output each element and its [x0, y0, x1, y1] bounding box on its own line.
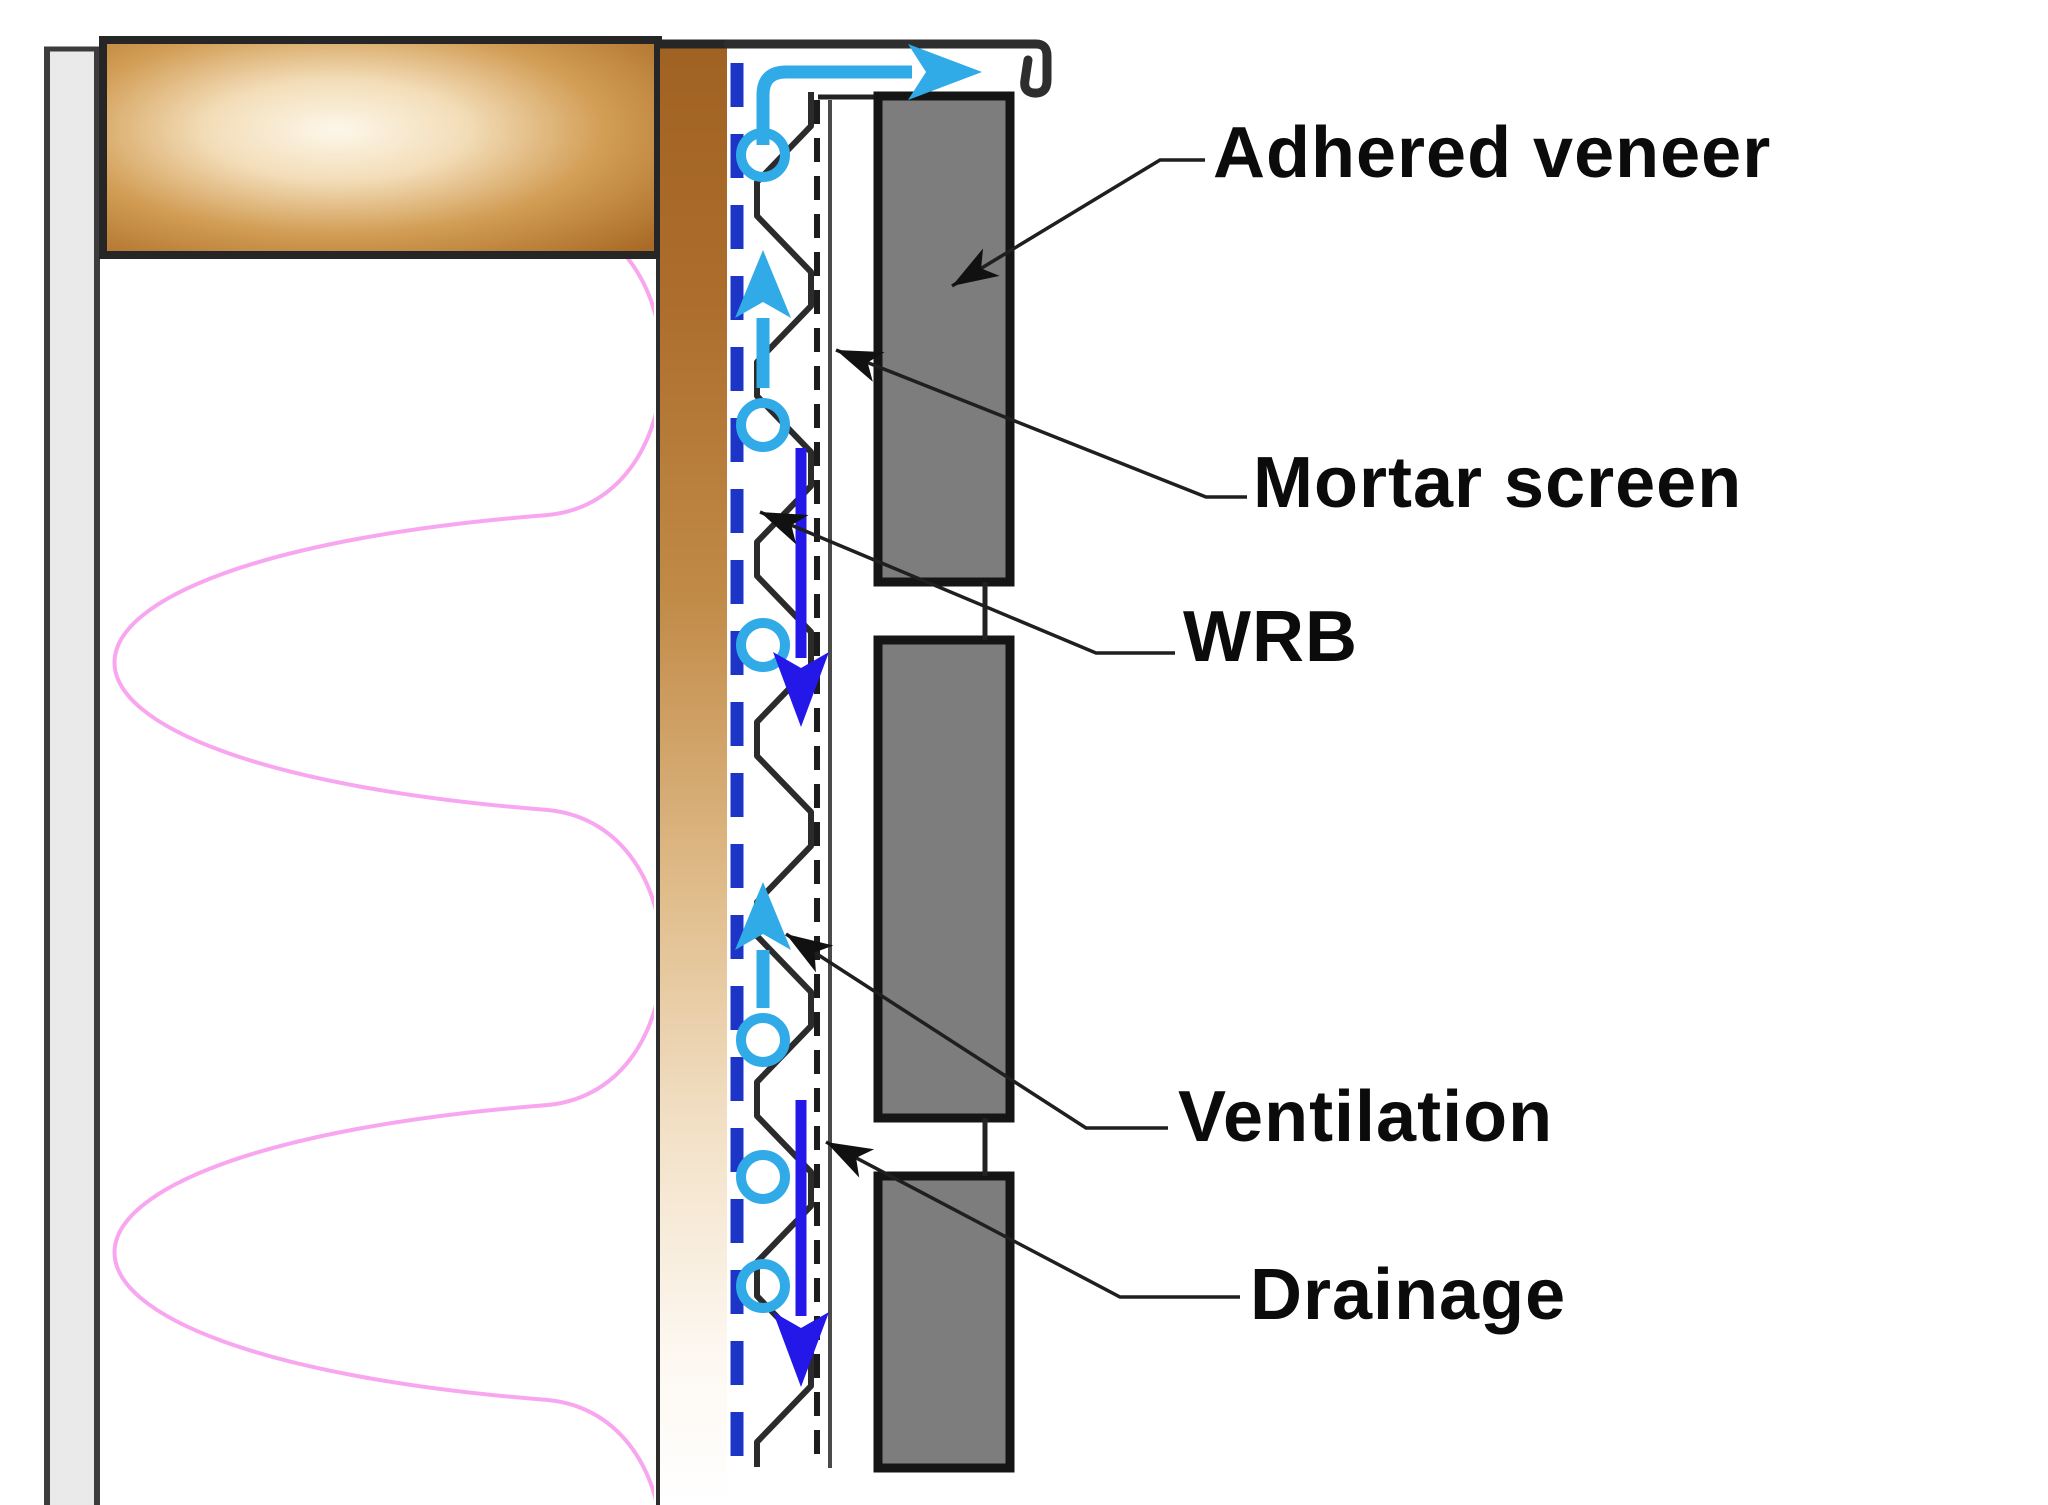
leader-lines — [759, 158, 1247, 1299]
cap-flashing — [723, 39, 1052, 98]
interior-board-face — [48, 48, 94, 1505]
adhered-veneer-label: Adhered veneer — [1213, 113, 1772, 193]
wrb-leader — [759, 510, 1175, 655]
drainage-arrows — [773, 448, 829, 1387]
wrb-label: WRB — [1183, 597, 1358, 677]
airflow-up-arrow-head — [735, 882, 791, 950]
airflow-up-arrow-head — [735, 250, 791, 318]
flashing-drip-hook — [723, 39, 1052, 98]
wood-header-block — [99, 36, 662, 259]
ventilation-bubble — [736, 1150, 790, 1204]
airflow-exit-arrow-head — [908, 44, 982, 100]
drainage-label: Drainage — [1250, 1255, 1567, 1335]
mortar-screen-label: Mortar screen — [1253, 443, 1743, 523]
drainage-down-arrow-head — [773, 652, 829, 727]
insulation-batt-symbol — [112, 258, 654, 1501]
veneer-block — [873, 91, 1015, 587]
ventilation-bubble — [736, 398, 790, 452]
sheathing-board — [659, 39, 730, 1505]
ventilation-bubble — [736, 1013, 790, 1067]
ventilation-bubble — [736, 618, 790, 672]
adhered-veneer-assembly — [873, 91, 1015, 1473]
ventilation-bubble — [736, 1259, 790, 1313]
ventilation-label: Ventilation — [1178, 1077, 1554, 1157]
adhered-veneer-leader — [951, 158, 1205, 288]
drainage-leader — [825, 1140, 1240, 1299]
veneer-block — [873, 635, 1015, 1123]
veneer-block — [873, 1171, 1015, 1473]
sheathing-face — [660, 40, 727, 1505]
drainage-mat-zigzag — [754, 92, 814, 1467]
drainage-down-arrow-head — [773, 1312, 829, 1387]
mortar-screen-leader — [835, 348, 1247, 499]
ventilation-leader — [785, 932, 1168, 1130]
airflow-exit-arrow-shaft — [756, 65, 912, 145]
airflow-arrows — [735, 44, 982, 1008]
insulation-ribbon-path — [112, 258, 654, 1501]
interior-finish-board — [44, 46, 100, 1505]
